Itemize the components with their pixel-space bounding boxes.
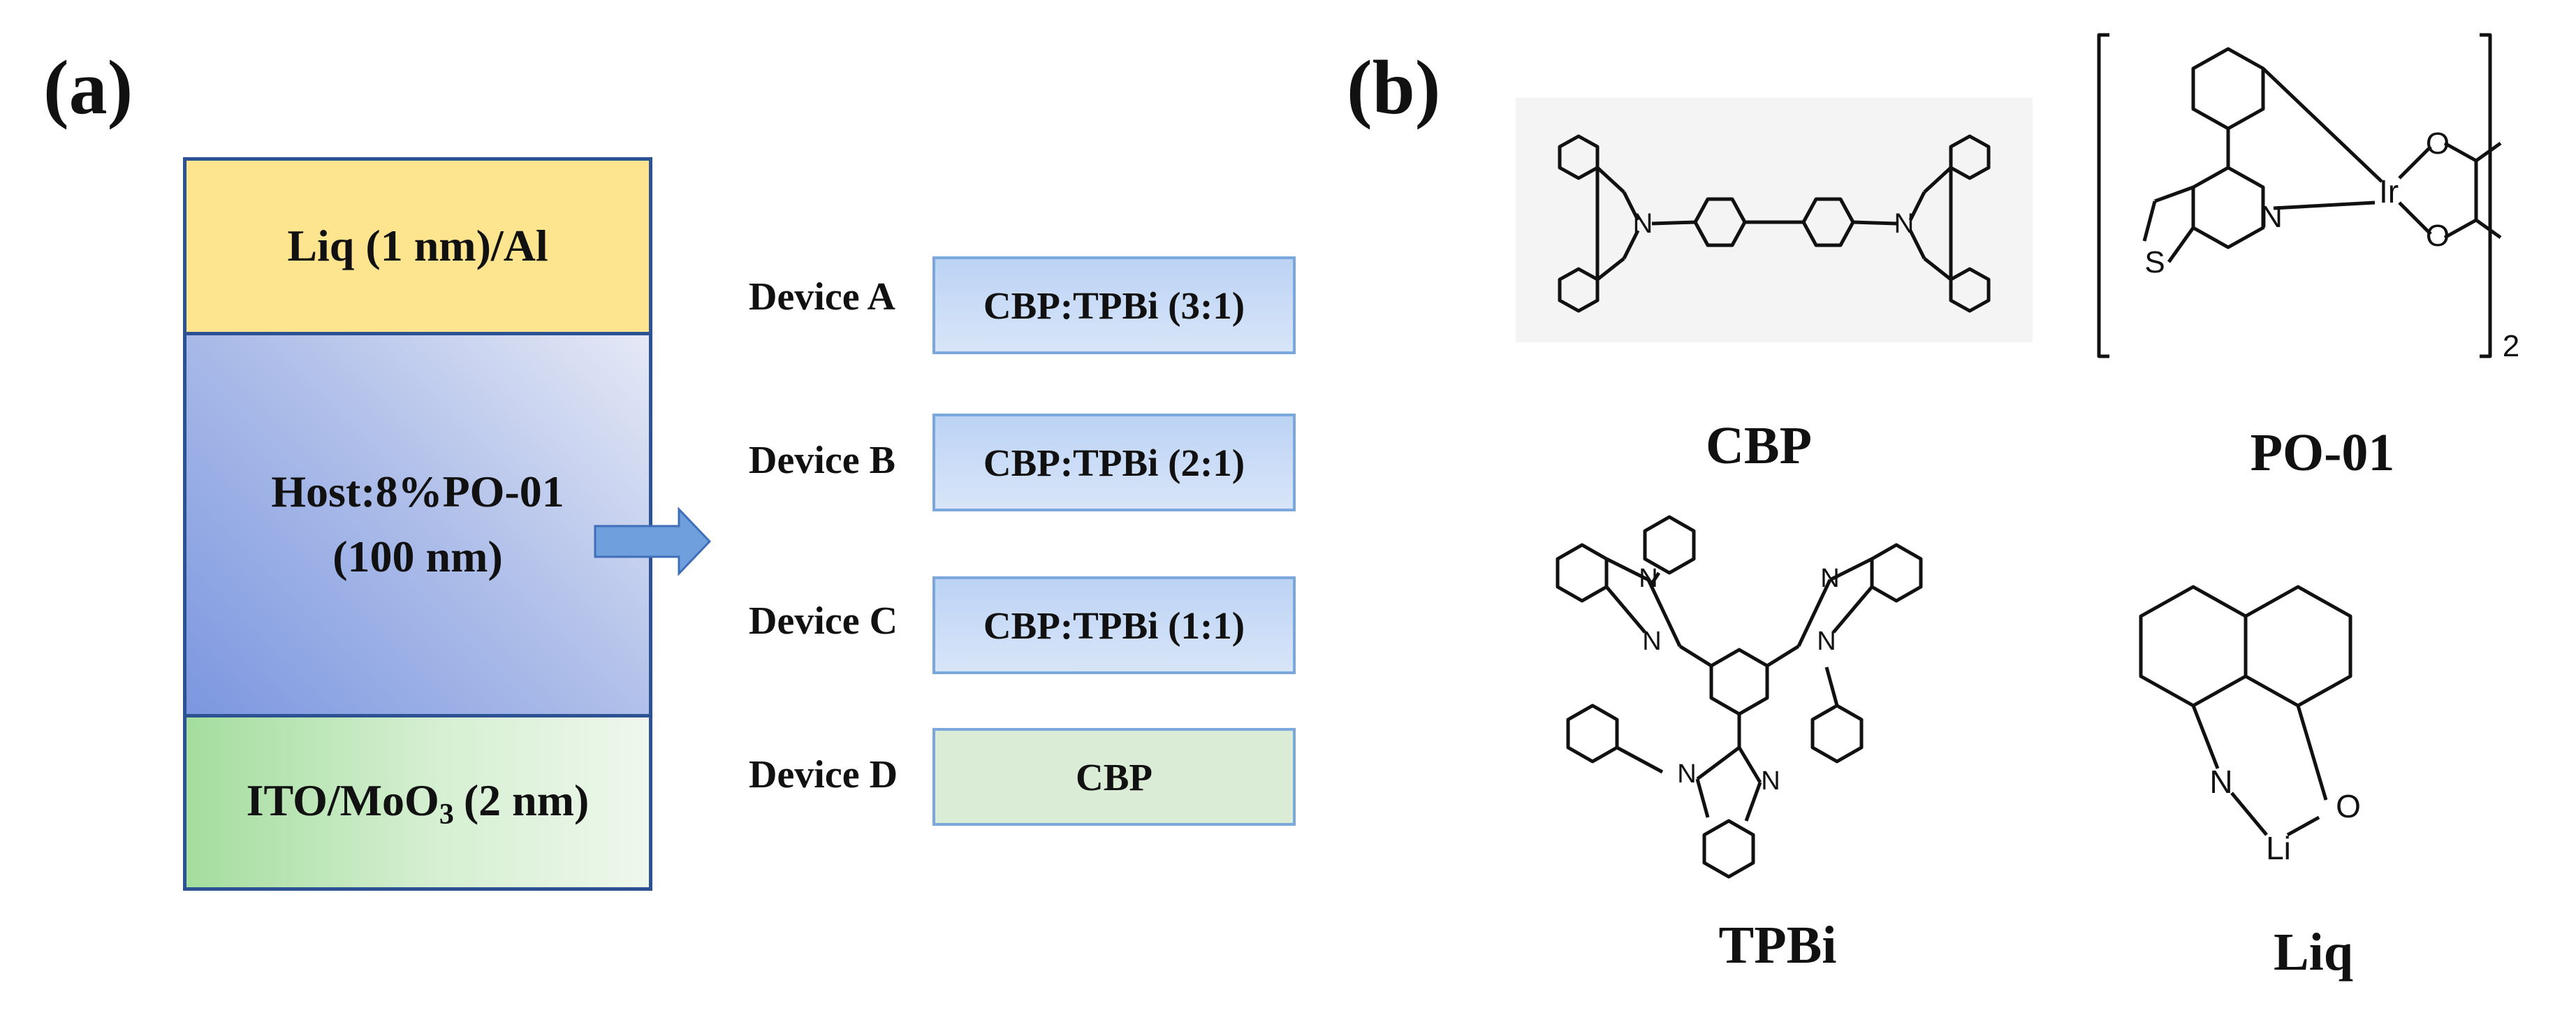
po01-o-top: O — [2426, 126, 2450, 161]
panel-a-label: (a) — [43, 45, 133, 130]
device-d-host-box: CBP — [932, 728, 1296, 826]
device-d-host: CBP — [1076, 755, 1152, 799]
device-b-host-box: CBP:TPBi (2:1) — [932, 414, 1296, 511]
cbp-n-left: N — [1633, 208, 1653, 239]
device-layer-stack: Liq (1 nm)/Al Host:8%PO-01 (100 nm) ITO/… — [183, 157, 652, 891]
po01-label: PO-01 — [2250, 423, 2395, 482]
tpbi-n-1: N — [1642, 627, 1661, 656]
device-b-host: CBP:TPBi (2:1) — [983, 441, 1245, 484]
tpbi-n-3: N — [1817, 627, 1836, 656]
device-b-name: Device B — [749, 439, 895, 482]
device-d-name: Device D — [749, 753, 898, 796]
po01-count: 2 — [2503, 329, 2519, 363]
liq-structure: N O Li — [2139, 585, 2361, 866]
cbp-structure: N N — [1516, 98, 2033, 342]
cbp-n-right: N — [1894, 208, 1915, 239]
tpbi-n-6: N — [1761, 766, 1780, 796]
tpbi-n-2: N — [1639, 564, 1657, 593]
tpbi-n-4: N — [1820, 564, 1839, 593]
anode-layer: ITO/MoO3 (2 nm) — [186, 717, 649, 887]
po01-n: N — [2260, 200, 2283, 234]
anode-layer-main: ITO/MoO — [246, 775, 439, 826]
liq-n: N — [2209, 764, 2232, 800]
device-c-name: Device C — [749, 599, 898, 643]
po01-o-bottom: O — [2426, 219, 2450, 253]
device-c-host: CBP:TPBi (1:1) — [983, 604, 1245, 647]
emissive-layer-line2: (100 nm) — [332, 532, 503, 581]
tpbi-label: TPBi — [1718, 916, 1837, 975]
anode-layer-subscript: 3 — [439, 799, 454, 831]
device-a-name: Device A — [749, 275, 895, 319]
emissive-layer-label: Host:8%PO-01 (100 nm) — [271, 460, 564, 590]
emissive-layer-line1: Host:8%PO-01 — [271, 467, 564, 517]
po01-ir: Ir — [2379, 173, 2399, 210]
cathode-layer-label: Liq (1 nm)/Al — [287, 221, 548, 271]
po01-structure: Ir N S O O 2 — [2097, 33, 2519, 363]
po01-s: S — [2144, 245, 2165, 279]
liq-label: Liq — [2273, 923, 2354, 982]
tpbi-structure: N N N N N N — [1556, 515, 1923, 879]
tpbi-n-5: N — [1677, 759, 1696, 789]
device-a-host-box: CBP:TPBi (3:1) — [932, 256, 1296, 354]
cathode-layer: Liq (1 nm)/Al — [186, 161, 649, 335]
cbp-label: CBP — [1706, 416, 1812, 475]
device-c-host-box: CBP:TPBi (1:1) — [932, 576, 1296, 674]
anode-layer-tail: (2 nm) — [463, 775, 590, 826]
panel-b-label: (b) — [1347, 45, 1441, 130]
liq-li: Li — [2266, 830, 2291, 866]
liq-o: O — [2336, 788, 2361, 824]
arrow-right-icon — [594, 506, 712, 576]
device-a-host: CBP:TPBi (3:1) — [983, 284, 1245, 327]
emissive-layer: Host:8%PO-01 (100 nm) — [186, 335, 649, 717]
anode-layer-label: ITO/MoO3 (2 nm) — [247, 768, 590, 836]
